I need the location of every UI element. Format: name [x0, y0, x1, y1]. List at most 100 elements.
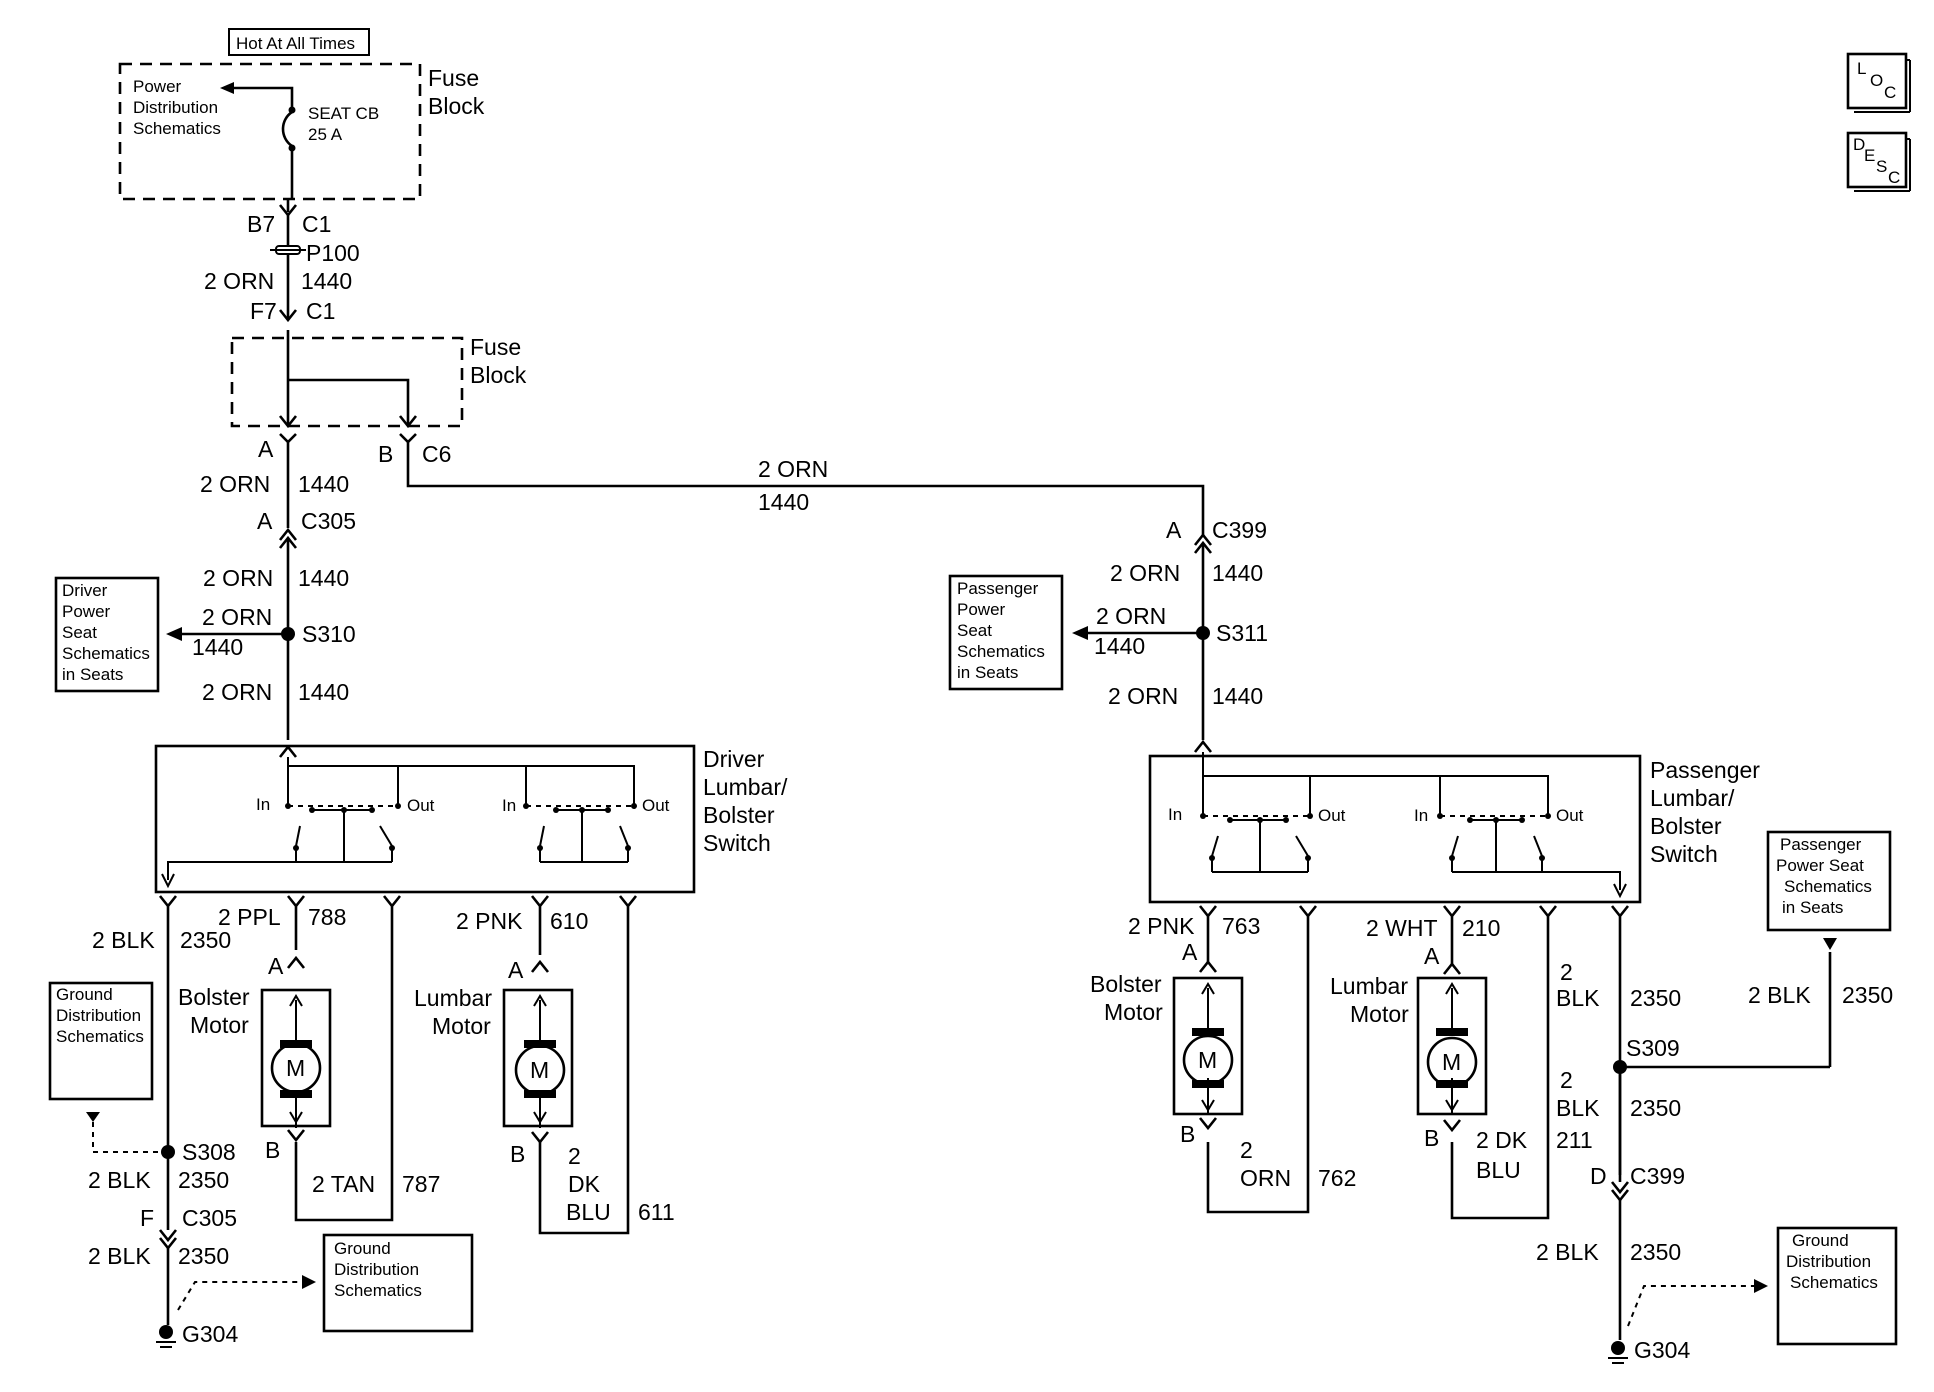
driver-ground-ref-box-2[interactable]: Ground Distribution Schematics [322, 1233, 474, 1333]
svg-text:Power: Power [62, 602, 111, 621]
svg-text:2 BLK: 2 BLK [92, 927, 155, 953]
svg-text:Lumbar: Lumbar [414, 985, 492, 1011]
svg-text:Lumbar/: Lumbar/ [703, 774, 788, 800]
connector-c1-bot-icon [278, 309, 298, 323]
svg-text:C305: C305 [182, 1205, 237, 1231]
svg-text:Seat: Seat [62, 623, 97, 642]
svg-text:A: A [1182, 939, 1198, 965]
svg-text:E: E [1864, 146, 1875, 165]
svg-text:Lumbar/: Lumbar/ [1650, 785, 1735, 811]
svg-text:Distribution: Distribution [334, 1260, 419, 1279]
ground-icon [1608, 1341, 1628, 1364]
svg-text:Motor: Motor [190, 1012, 249, 1038]
svg-text:F7: F7 [250, 298, 277, 324]
svg-text:Schematics: Schematics [334, 1281, 422, 1300]
svg-text:Distribution: Distribution [133, 98, 218, 117]
svg-text:1440: 1440 [1212, 560, 1263, 586]
svg-text:S309: S309 [1626, 1035, 1680, 1061]
driver-ground-ref-box[interactable]: Ground Distribution Schematics [48, 981, 154, 1101]
svg-text:Bolster: Bolster [703, 802, 775, 828]
feed-wire: B7 C1 P100 2 ORN 1440 F7 C1 [204, 199, 360, 324]
svg-text:L: L [1857, 59, 1866, 78]
svg-text:S311: S311 [1216, 620, 1268, 646]
svg-text:2 PNK: 2 PNK [1128, 913, 1195, 939]
svg-text:Passenger: Passenger [1650, 757, 1760, 783]
passenger-ground-ref-box[interactable]: Ground Distribution Schematics [1776, 1226, 1898, 1346]
svg-text:1440: 1440 [298, 565, 349, 591]
svg-text:P100: P100 [306, 240, 360, 266]
svg-text:2 WHT: 2 WHT [1366, 915, 1438, 941]
svg-text:2350: 2350 [180, 927, 231, 953]
svg-text:O: O [1870, 71, 1883, 90]
svg-text:A: A [268, 953, 284, 979]
connector-b-icon [399, 433, 417, 444]
svg-text:B: B [265, 1137, 280, 1163]
svg-text:BLU: BLU [566, 1199, 611, 1225]
svg-text:F: F [140, 1205, 154, 1231]
svg-text:2 BLK: 2 BLK [88, 1167, 151, 1193]
svg-text:M: M [286, 1055, 305, 1081]
svg-text:Motor: Motor [1104, 999, 1163, 1025]
driver-seat-ref-box[interactable]: Driver Power Seat Schematics in Seats [54, 576, 160, 693]
svg-text:In: In [256, 795, 270, 814]
svg-text:1440: 1440 [298, 471, 349, 497]
svg-text:A: A [257, 508, 273, 534]
svg-text:Motor: Motor [432, 1013, 491, 1039]
passenger-seat-ref-box-2[interactable]: Passenger Power Seat Schematics in Seats [1766, 830, 1892, 932]
svg-text:Out: Out [1318, 806, 1346, 825]
svg-text:2: 2 [568, 1143, 581, 1169]
svg-text:2350: 2350 [1842, 982, 1893, 1008]
svg-text:SEAT CB: SEAT CB [308, 104, 379, 123]
svg-text:2: 2 [1560, 1067, 1573, 1093]
passenger-lumbar-bolster-switch: Passenger Lumbar/ Bolster Switch In Out … [1148, 752, 1760, 904]
svg-text:Block: Block [470, 362, 527, 388]
passenger-circuit: A C399 2 ORN 1440 S311 2 ORN 1440 Passen… [948, 517, 1898, 1364]
svg-text:In: In [1168, 805, 1182, 824]
ground-icon [156, 1325, 176, 1348]
svg-text:2 DK: 2 DK [1476, 1127, 1528, 1153]
svg-text:in Seats: in Seats [957, 663, 1018, 682]
svg-text:Distribution: Distribution [1786, 1252, 1871, 1271]
svg-text:25 A: 25 A [308, 125, 343, 144]
svg-text:Seat: Seat [957, 621, 992, 640]
svg-text:C305: C305 [301, 508, 356, 534]
svg-text:DK: DK [568, 1171, 601, 1197]
svg-text:2: 2 [1240, 1137, 1253, 1163]
svg-text:Power: Power [133, 77, 182, 96]
svg-text:M: M [1442, 1049, 1461, 1075]
svg-text:Hot At All Times: Hot At All Times [236, 34, 355, 53]
svg-text:Switch: Switch [703, 830, 771, 856]
svg-text:Bolster: Bolster [1650, 813, 1722, 839]
svg-text:BLK: BLK [1556, 1095, 1600, 1121]
svg-text:Block: Block [428, 93, 485, 119]
svg-text:1440: 1440 [1094, 633, 1145, 659]
svg-text:C399: C399 [1212, 517, 1267, 543]
svg-text:Fuse: Fuse [470, 334, 521, 360]
svg-text:C1: C1 [306, 298, 335, 324]
passenger-bolster-motor: A M Bolster Motor B [1090, 939, 1244, 1147]
svg-text:ORN: ORN [1240, 1165, 1291, 1191]
svg-text:Driver: Driver [703, 746, 765, 772]
svg-text:BLU: BLU [1476, 1157, 1521, 1183]
svg-text:2350: 2350 [1630, 1095, 1681, 1121]
svg-text:610: 610 [550, 908, 588, 934]
svg-text:2 ORN: 2 ORN [1108, 683, 1178, 709]
svg-text:Bolster: Bolster [1090, 971, 1162, 997]
loc-button[interactable]: L O C [1846, 52, 1911, 113]
svg-text:1440: 1440 [192, 634, 243, 660]
cross-wire: 2 ORN 1440 [406, 442, 1205, 535]
svg-text:1440: 1440 [301, 268, 352, 294]
passenger-seat-ref-box[interactable]: Passenger Power Seat Schematics in Seats [948, 574, 1064, 691]
driver-bolster-motor: A M Bolster Motor B [178, 953, 332, 1163]
circuit-breaker-icon [281, 106, 296, 199]
svg-text:1440: 1440 [1212, 683, 1263, 709]
svg-text:M: M [530, 1057, 549, 1083]
svg-text:B: B [378, 441, 393, 467]
fuse-block-top: Fuse Block Power Distribution Schematics… [118, 62, 485, 201]
svg-text:788: 788 [308, 904, 346, 930]
svg-text:762: 762 [1318, 1165, 1356, 1191]
svg-text:210: 210 [1462, 915, 1500, 941]
desc-button[interactable]: D E S C [1846, 131, 1911, 192]
svg-text:Ground: Ground [1792, 1231, 1849, 1250]
svg-text:2 ORN: 2 ORN [200, 471, 270, 497]
